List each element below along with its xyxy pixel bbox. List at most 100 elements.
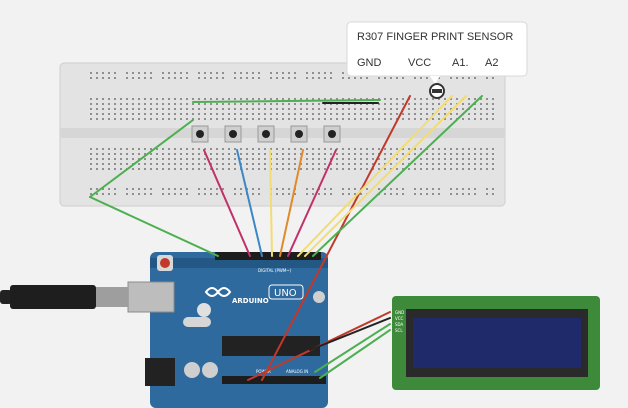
breadboard-hole — [156, 148, 158, 150]
breadboard-hole — [414, 113, 416, 115]
breadboard-hole — [360, 158, 362, 160]
breadboard-hole — [168, 98, 170, 100]
breadboard-hole — [294, 108, 296, 110]
breadboard-hole — [276, 98, 278, 100]
breadboard-hole — [408, 118, 410, 120]
breadboard-hole — [90, 118, 92, 120]
breadboard-hole — [312, 113, 314, 115]
breadboard-hole — [420, 77, 422, 79]
breadboard-hole — [180, 77, 182, 79]
breadboard-hole — [258, 108, 260, 110]
breadboard-hole — [258, 118, 260, 120]
breadboard-hole — [90, 163, 92, 165]
breadboard-hole — [474, 77, 476, 79]
breadboard-hole — [396, 193, 398, 195]
breadboard-hole — [450, 98, 452, 100]
breadboard-hole — [102, 103, 104, 105]
breadboard-hole — [312, 118, 314, 120]
breadboard-hole — [150, 158, 152, 160]
breadboard-hole — [324, 98, 326, 100]
breadboard-hole — [426, 168, 428, 170]
breadboard-hole — [246, 113, 248, 115]
breadboard-hole — [180, 193, 182, 195]
breadboard-hole — [432, 163, 434, 165]
wires — [89, 95, 483, 381]
breadboard-hole — [126, 158, 128, 160]
breadboard-hole — [348, 113, 350, 115]
breadboard-hole — [180, 113, 182, 115]
breadboard-hole — [126, 188, 128, 190]
breadboard-hole — [234, 163, 236, 165]
breadboard-hole — [444, 148, 446, 150]
breadboard-hole — [306, 113, 308, 115]
breadboard-hole — [450, 113, 452, 115]
breadboard-hole — [240, 188, 242, 190]
breadboard-hole — [300, 163, 302, 165]
breadboard-hole — [450, 193, 452, 195]
breadboard-hole — [144, 77, 146, 79]
fingerprint-sensor-callout: R307 FINGER PRINT SENSOR GND VCC A1. A2 — [346, 21, 528, 99]
breadboard-hole — [150, 153, 152, 155]
breadboard-hole — [444, 108, 446, 110]
breadboard-hole — [114, 168, 116, 170]
breadboard-hole — [300, 153, 302, 155]
breadboard-hole — [246, 148, 248, 150]
breadboard-hole — [438, 188, 440, 190]
breadboard-hole — [432, 108, 434, 110]
breadboard-hole — [294, 163, 296, 165]
breadboard-hole — [474, 188, 476, 190]
breadboard-hole — [456, 108, 458, 110]
breadboard-hole — [270, 77, 272, 79]
breadboard-hole — [306, 168, 308, 170]
breadboard-hole — [120, 103, 122, 105]
breadboard-hole — [396, 98, 398, 100]
breadboard-hole — [180, 118, 182, 120]
breadboard-hole — [120, 98, 122, 100]
breadboard-hole — [312, 163, 314, 165]
breadboard-hole — [420, 168, 422, 170]
breadboard-hole — [396, 188, 398, 190]
lcd-pin-labels: GND VCC SDA SCL — [395, 310, 404, 333]
breadboard-hole — [390, 77, 392, 79]
breadboard-hole — [348, 158, 350, 160]
breadboard-hole — [282, 113, 284, 115]
breadboard-hole — [402, 98, 404, 100]
breadboard-hole — [138, 77, 140, 79]
breadboard-hole — [162, 72, 164, 74]
breadboard-hole — [450, 153, 452, 155]
breadboard-hole — [468, 103, 470, 105]
breadboard-hole — [264, 153, 266, 155]
breadboard-hole — [366, 118, 368, 120]
breadboard-hole — [96, 108, 98, 110]
breadboard-hole — [336, 168, 338, 170]
breadboard-hole — [438, 168, 440, 170]
breadboard-hole — [102, 153, 104, 155]
breadboard-hole — [252, 113, 254, 115]
breadboard-hole — [138, 108, 140, 110]
breadboard-hole — [228, 108, 230, 110]
breadboard-hole — [234, 148, 236, 150]
breadboard-hole — [210, 113, 212, 115]
breadboard-hole — [276, 72, 278, 74]
breadboard-hole — [264, 113, 266, 115]
breadboard-hole — [450, 168, 452, 170]
breadboard-hole — [456, 193, 458, 195]
breadboard-hole — [174, 168, 176, 170]
breadboard-hole — [198, 98, 200, 100]
breadboard-hole — [456, 163, 458, 165]
breadboard-hole — [210, 193, 212, 195]
breadboard-hole — [414, 163, 416, 165]
breadboard-hole — [126, 153, 128, 155]
breadboard-hole — [246, 168, 248, 170]
breadboard-hole — [156, 168, 158, 170]
breadboard-hole — [168, 108, 170, 110]
breadboard-hole — [168, 193, 170, 195]
breadboard-hole — [408, 113, 410, 115]
breadboard-hole — [252, 98, 254, 100]
breadboard-hole — [102, 168, 104, 170]
breadboard-hole — [162, 163, 164, 165]
callout-pointer — [430, 76, 440, 84]
breadboard-hole — [360, 168, 362, 170]
breadboard-hole — [480, 118, 482, 120]
breadboard-hole — [312, 103, 314, 105]
